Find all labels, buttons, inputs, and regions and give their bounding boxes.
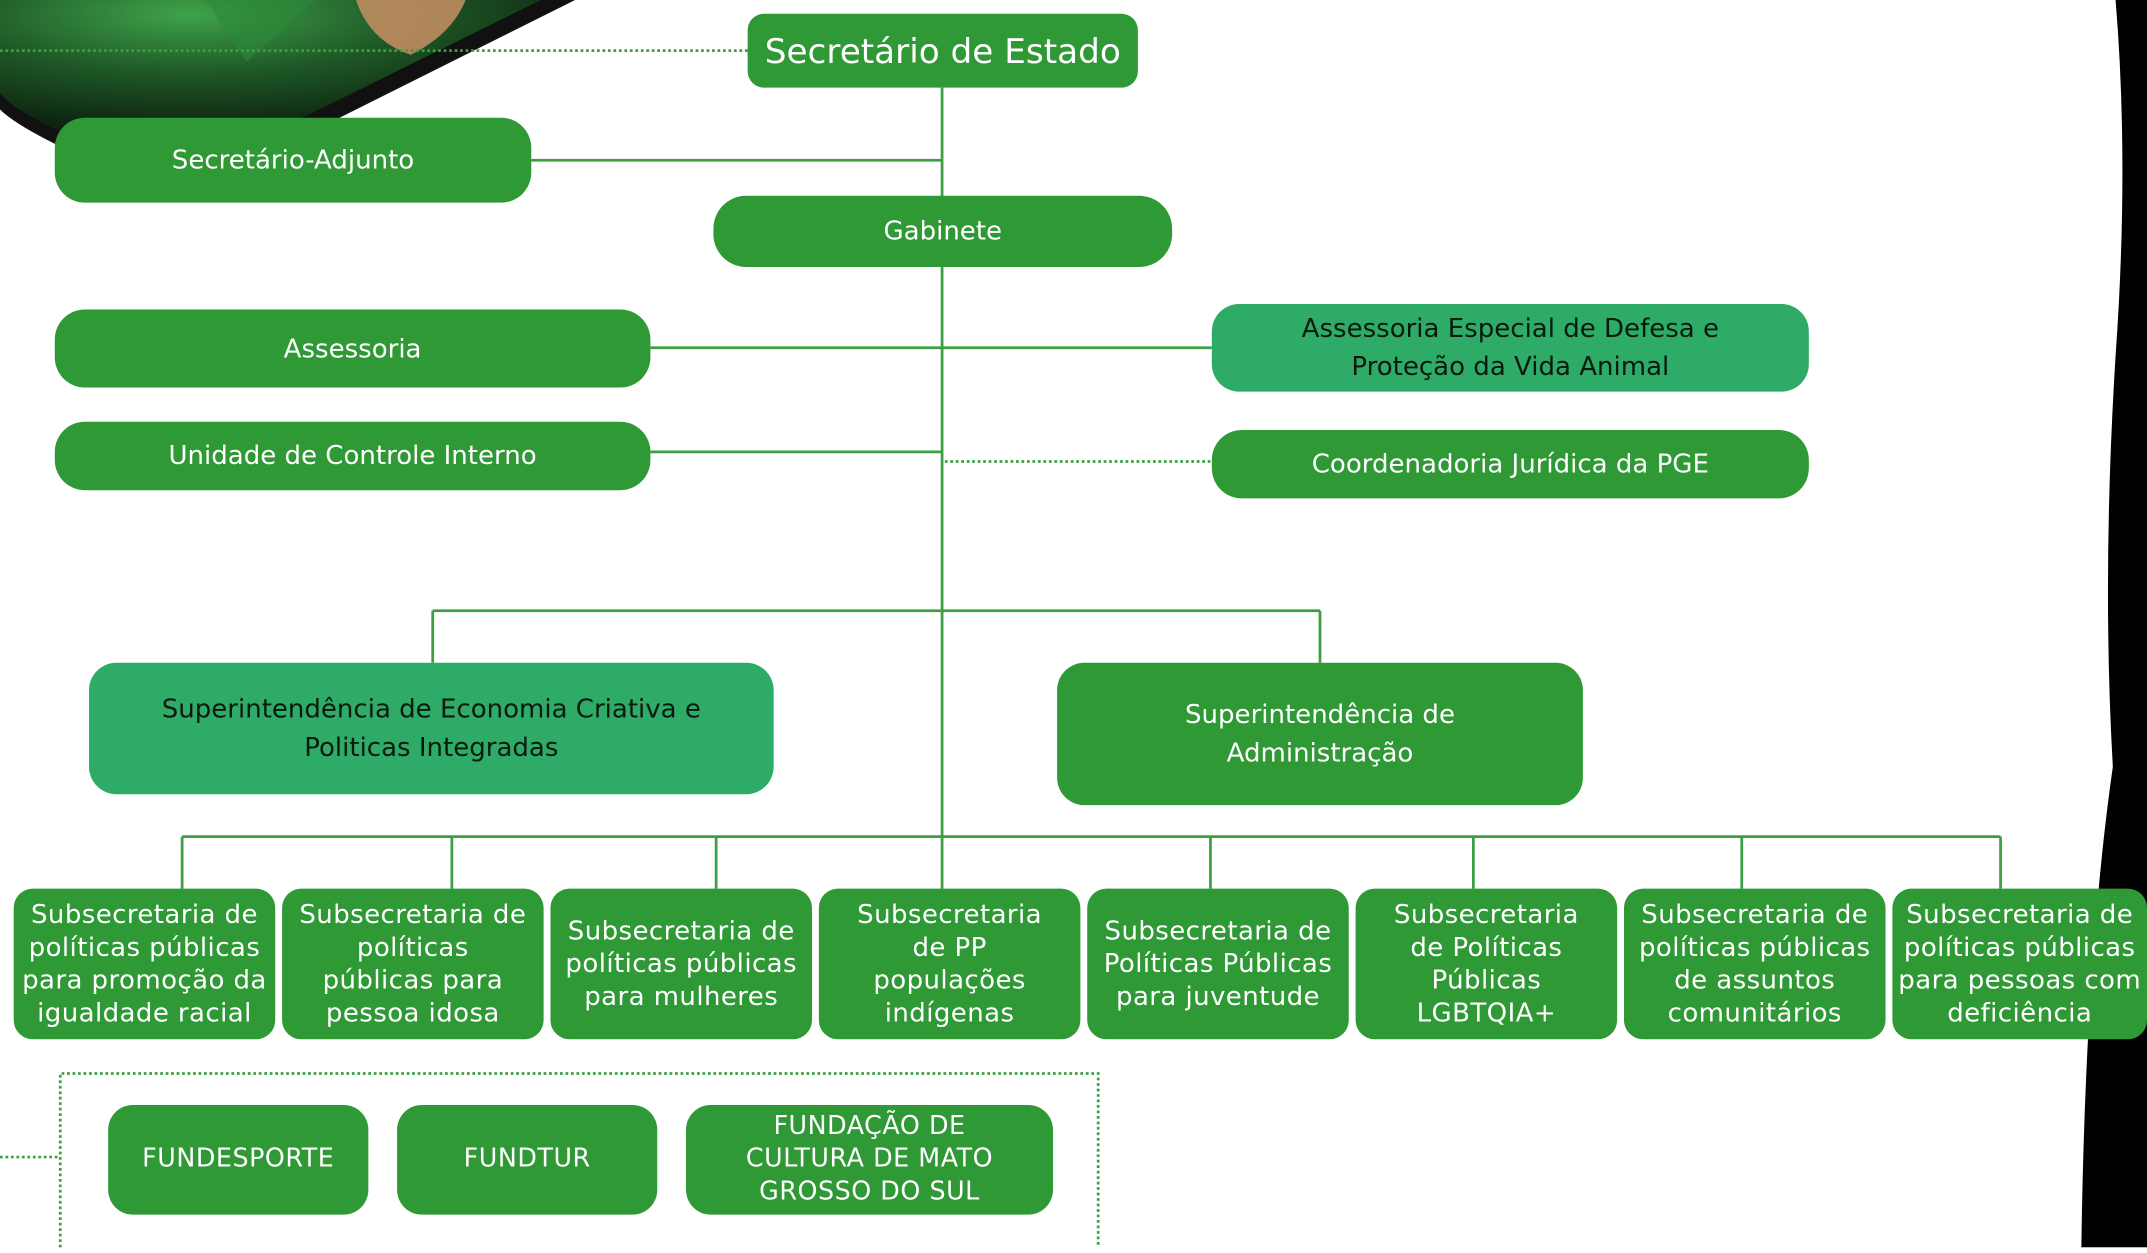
secretario-adjunto-label: Secretário-Adjunto	[171, 145, 415, 176]
subsecretaria-line: Públicas	[1431, 965, 1542, 996]
fundacao-line: FUNDESPORTE	[142, 1144, 335, 1174]
fundacao-line: GROSSO DO SUL	[759, 1177, 980, 1207]
subsecretaria-line: igualdade racial	[37, 998, 252, 1029]
gabinete-box: Gabinete	[713, 195, 1173, 268]
subsecretaria-line: de PP	[912, 932, 987, 963]
secretario-de-estado-box: Secretário de Estado	[747, 13, 1138, 88]
subsecretaria-lgbtqia: Subsecretaria de Políticas Públicas LGBT…	[1355, 888, 1618, 1040]
subsecretaria-line: indígenas	[884, 998, 1015, 1029]
subsecretaria-line: Subsecretaria	[1393, 899, 1579, 930]
subsecretaria-line: pessoa idosa	[325, 998, 500, 1029]
fundacao-line: FUNDAÇÃO DE	[773, 1111, 966, 1141]
subsecretaria-line: Subsecretaria de	[1641, 899, 1869, 930]
subsecretaria-line: para mulheres	[584, 981, 779, 1012]
controle-interno-label: Unidade de Controle Interno	[168, 440, 537, 472]
controle-interno-box: Unidade de Controle Interno	[54, 421, 651, 491]
superintendencia-administracao-box: Superintendência de Administração	[1057, 662, 1583, 806]
subsecretaria-line: Subsecretaria de	[299, 899, 527, 930]
coordenadoria-pge-label: Coordenadoria Jurídica da PGE	[1311, 449, 1709, 480]
subsecretaria-line: Políticas Públicas	[1103, 948, 1333, 980]
assessoria-vida-animal-line-2: Proteção da Vida Animal	[1351, 351, 1670, 383]
assessoria-vida-animal-line-1: Assessoria Especial de Defesa e	[1301, 313, 1720, 344]
subsecretaria-line: Subsecretaria de	[1906, 899, 2134, 930]
superintendencia-economia-line-1: Superintendência de Economia Criativa e	[161, 694, 701, 725]
subsecretaria-line: Subsecretaria de	[31, 899, 258, 930]
subsecretaria-line: LGBTQIA+	[1416, 998, 1557, 1029]
assessoria-box: Assessoria	[54, 309, 651, 388]
fundacao-cultura-ms-box: FUNDAÇÃO DE CULTURA DE MATO GROSSO DO SU…	[686, 1105, 1053, 1215]
subsecretaria-mulheres: Subsecretaria de políticas públicas para…	[550, 888, 812, 1040]
subsecretaria-line: políticas	[356, 932, 469, 963]
secretario-adjunto-box: Secretário-Adjunto	[54, 117, 532, 203]
assessoria-label: Assessoria	[283, 333, 422, 364]
subsecretaria-line: de Políticas	[1410, 932, 1563, 963]
subsecretaria-line: políticas públicas	[1903, 932, 2136, 963]
coordenadoria-pge-box: Coordenadoria Jurídica da PGE	[1211, 429, 1809, 499]
subsecretaria-assuntos-comunitarios: Subsecretaria de políticas públicas de a…	[1623, 888, 1886, 1040]
subsecretaria-igualdade-racial: Subsecretaria de políticas públicas para…	[13, 888, 276, 1040]
gabinete-label: Gabinete	[883, 216, 1003, 247]
subsecretaria-populacoes-indigenas: Subsecretaria de PP populações indígenas	[818, 888, 1081, 1040]
subsecretaria-line: de assuntos	[1674, 965, 1836, 996]
superintendencia-administracao-line-1: Superintendência de	[1185, 699, 1455, 730]
subsecretaria-line: políticas públicas	[565, 948, 797, 980]
assessoria-vida-animal-box: Assessoria Especial de Defesa e Proteção…	[1211, 303, 1809, 392]
subsecretaria-line: deficiência	[1947, 998, 2093, 1029]
subsecretaria-line: para promoção da	[22, 965, 267, 996]
subsecretaria-line: populações	[873, 965, 1026, 996]
subsecretaria-line: políticas públicas	[1638, 932, 1871, 963]
subsecretaria-juventude: Subsecretaria de Políticas Públicas para…	[1087, 888, 1349, 1040]
subsecretaria-line: Subsecretaria de	[567, 916, 795, 947]
superintendencia-economia-line-2: Politicas Integradas	[304, 732, 559, 763]
fundesporte-box: FUNDESPORTE	[108, 1105, 369, 1215]
fundacao-line: FUNDTUR	[463, 1144, 591, 1174]
subsecretaria-line: para pessoas com	[1898, 965, 2142, 996]
subsecretaria-pessoa-idosa: Subsecretaria de políticas públicas para…	[282, 888, 544, 1040]
fundtur-box: FUNDTUR	[397, 1105, 658, 1215]
superintendencia-administracao-line-2: Administração	[1226, 738, 1414, 769]
fundacao-line: CULTURA DE MATO	[745, 1144, 994, 1174]
subsecretaria-pessoas-com-deficiencia: Subsecretaria de políticas públicas para…	[1892, 888, 2147, 1040]
superintendencia-economia-box: Superintendência de Economia Criativa e …	[89, 662, 774, 795]
subsecretaria-line: Subsecretaria de	[1104, 916, 1332, 947]
subsecretaria-line: públicas para	[322, 965, 504, 996]
subsecretaria-line: políticas públicas	[28, 932, 261, 963]
secretario-de-estado-label: Secretário de Estado	[764, 30, 1121, 71]
subsecretaria-line: Subsecretaria	[857, 899, 1043, 930]
subsecretaria-line: comunitários	[1667, 998, 1842, 1029]
subsecretaria-line: para juventude	[1116, 981, 1320, 1012]
